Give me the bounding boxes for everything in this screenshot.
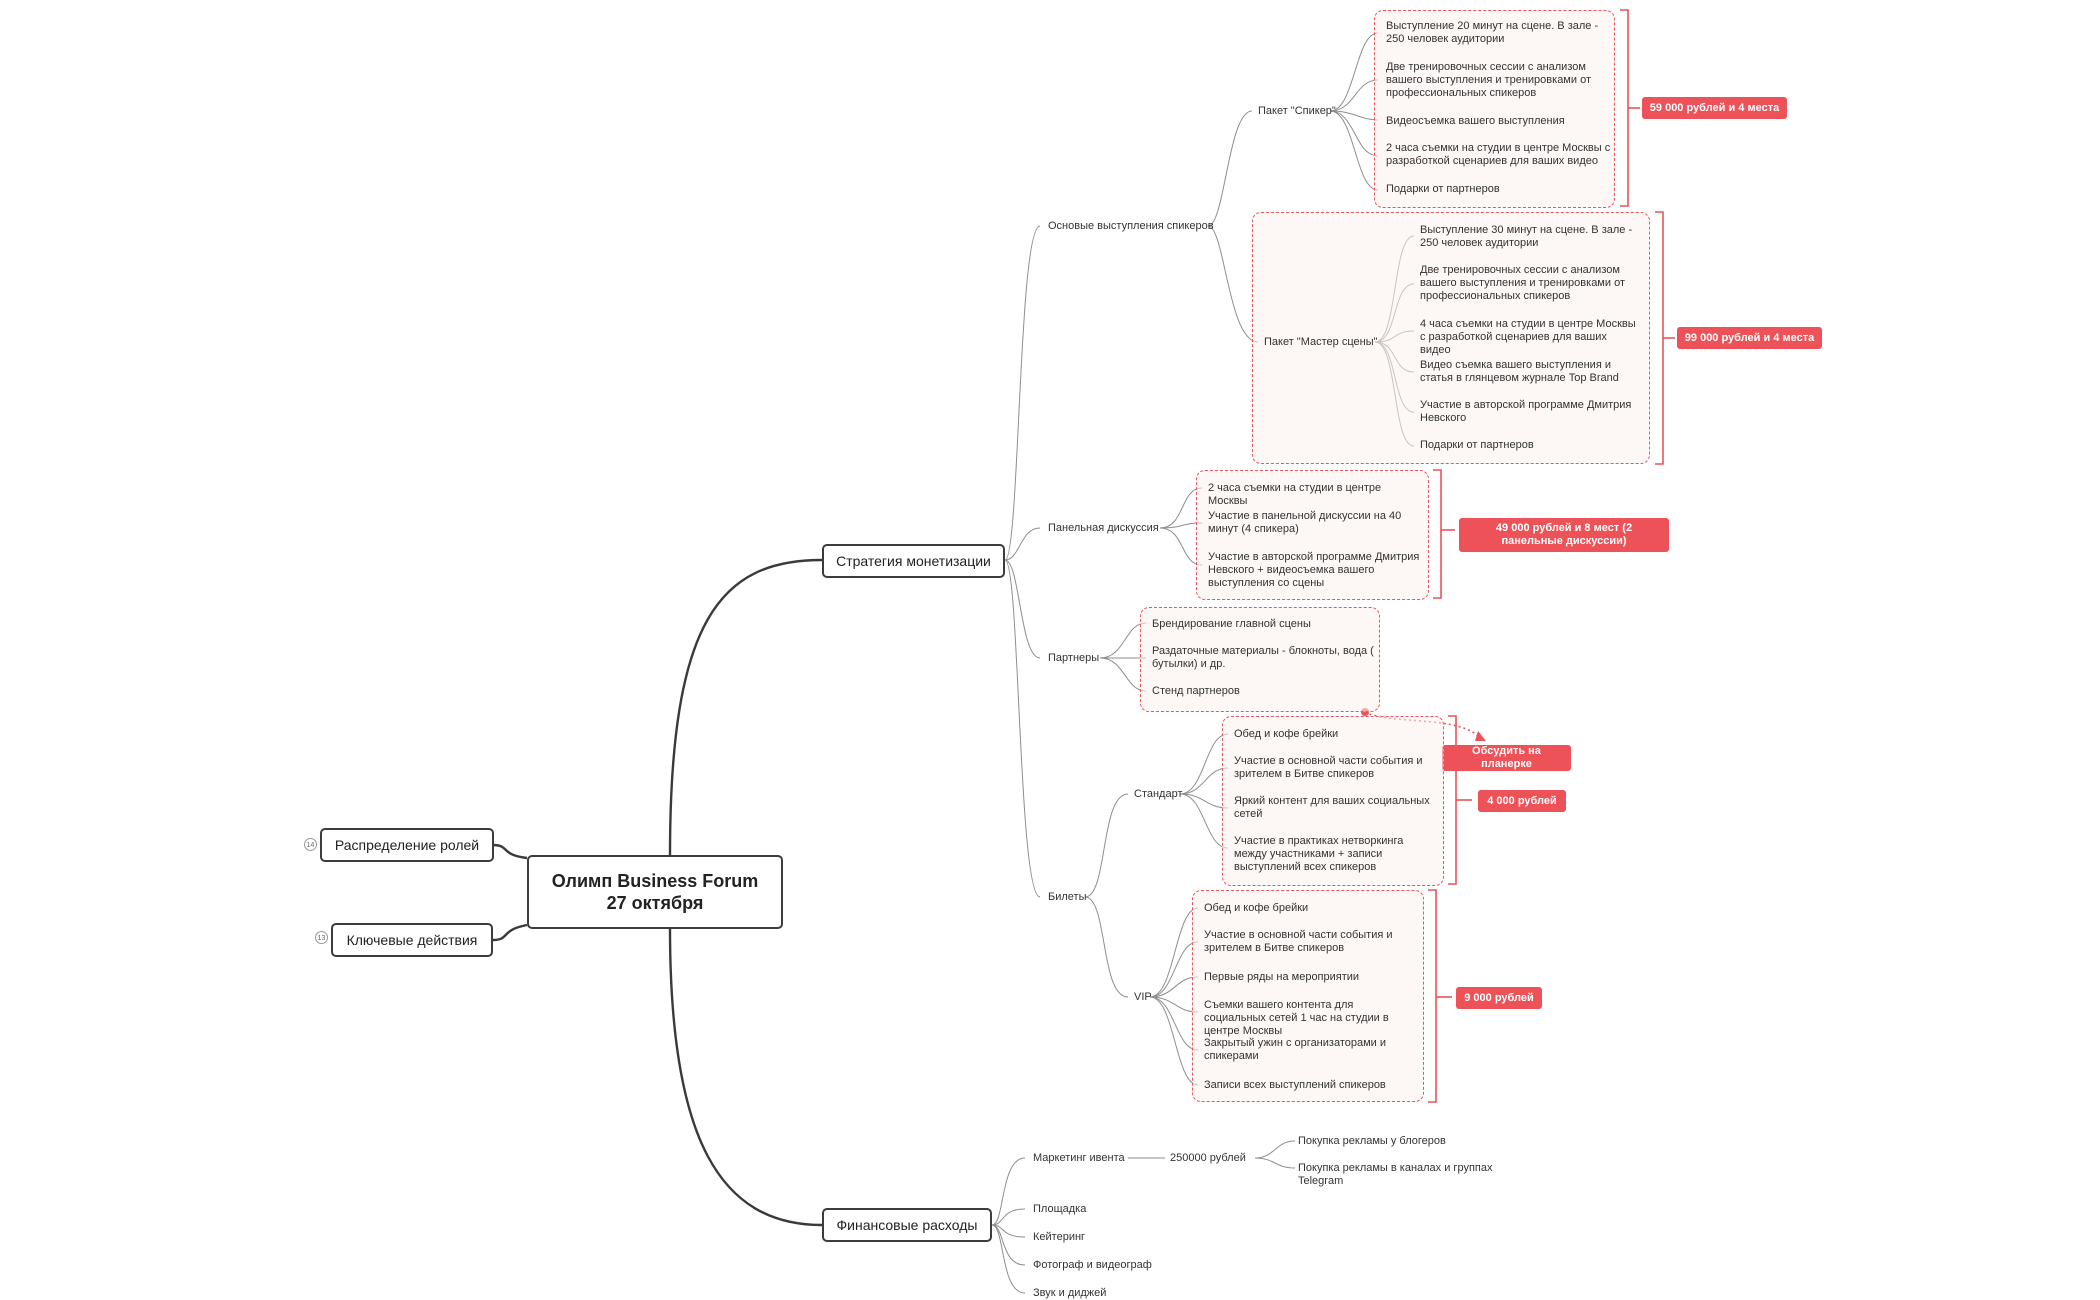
topic-marketing-budget[interactable]: 250000 рублей [1170,1152,1246,1164]
price-badge[interactable]: 99 000 рублей и 4 места [1677,327,1822,349]
list-item[interactable]: Участие в практиках нетворкинга между уч… [1234,835,1404,873]
topic-main-talks[interactable]: Основые выступления спикеров [1048,220,1214,232]
branch-key-actions[interactable]: Ключевые действия [331,923,493,957]
boundary-standard [1222,716,1444,886]
callout-discuss[interactable]: Обсудить на планерке [1442,745,1571,771]
price-badge[interactable]: 4 000 рублей [1478,790,1566,812]
topic-standard[interactable]: Стандарт [1134,788,1183,800]
list-item[interactable]: Участие в авторской программе Дмитрия Не… [1420,399,1632,424]
list-item[interactable]: Подарки от партнеров [1420,439,1534,451]
list-item[interactable]: Выступление 20 минут на сцене. В зале - … [1386,20,1599,45]
list-item[interactable]: 4 часа съемки на студии в центре Москвы … [1420,318,1636,356]
list-item[interactable]: Участие в авторской программе Дмитрия Не… [1208,551,1420,589]
price-badge[interactable]: 9 000 рублей [1456,987,1542,1009]
branch-expenses[interactable]: Финансовые расходы [822,1208,992,1242]
list-item[interactable]: Две тренировочных сессии с анализом ваше… [1420,264,1625,302]
list-item[interactable]: Обед и кофе брейки [1204,902,1309,914]
list-item[interactable]: Первые ряды на мероприятии [1204,971,1360,983]
list-item[interactable]: Участие в основной части события и зрите… [1204,929,1393,954]
list-item[interactable]: 2 часа съемки на студии в центре Москвы … [1386,142,1611,167]
topic-partners[interactable]: Партнеры [1048,652,1100,664]
list-item[interactable]: Яркий контент для ваших социальных сетей [1234,795,1430,820]
price-badge[interactable]: 49 000 рублей и 8 мест (2 панельные диск… [1459,518,1669,552]
list-item[interactable]: Стенд партнеров [1152,685,1240,697]
boundary-master-package [1252,212,1650,464]
collapsed-count-badge[interactable]: 13 [315,931,328,944]
topic-master-package[interactable]: Пакет "Мастер сцены" [1264,336,1378,348]
branch-roles[interactable]: Распределение ролей [320,828,494,862]
list-item[interactable]: Участие в панельной дискуссии на 40 мину… [1208,510,1402,535]
list-item[interactable]: Брендирование главной сцены [1152,618,1311,630]
list-item[interactable]: Обед и кофе брейки [1234,728,1339,740]
topic-photo-video[interactable]: Фотограф и видеограф [1033,1259,1152,1271]
price-badge[interactable]: 59 000 рублей и 4 места [1642,97,1787,119]
boundary-partners [1140,607,1380,712]
list-item[interactable]: Две тренировочных сессии с анализом ваше… [1386,61,1591,99]
topic-panel[interactable]: Панельная дискуссия [1048,522,1159,534]
topic-vip[interactable]: VIP [1134,991,1152,1003]
list-item[interactable]: Съемки вашего контента для социальных се… [1204,999,1389,1037]
topic-sound-dj[interactable]: Звук и диджей [1033,1287,1107,1299]
boundary-panel [1196,470,1429,600]
list-item[interactable]: Записи всех выступлений спикеров [1204,1079,1386,1091]
list-item[interactable]: Участие в основной части события и зрите… [1234,755,1423,780]
list-item[interactable]: 2 часа съемки на студии в центре Москвы [1208,482,1382,507]
list-item[interactable]: Раздаточные материалы - блокноты, вода (… [1152,645,1374,670]
list-item[interactable]: Выступление 30 минут на сцене. В зале - … [1420,224,1633,249]
boundary-speaker-package [1374,10,1615,208]
boundary-vip [1192,890,1424,1102]
list-item[interactable]: Покупка рекламы у блогеров [1298,1135,1446,1147]
collapsed-count-badge[interactable]: 14 [304,838,317,851]
topic-marketing[interactable]: Маркетинг ивента [1033,1152,1125,1164]
list-item[interactable]: Закрытый ужин с организаторами и спикера… [1204,1037,1386,1062]
topic-speaker-package[interactable]: Пакет "Спикер" [1258,105,1336,117]
topic-catering[interactable]: Кейтеринг [1033,1231,1086,1243]
list-item[interactable]: Подарки от партнеров [1386,183,1500,195]
list-item[interactable]: Покупка рекламы в каналах и группах Tele… [1298,1162,1493,1187]
topic-tickets[interactable]: Билеты [1048,891,1087,903]
central-topic[interactable]: Олимп Business Forum 27 октября [527,855,783,929]
topic-venue[interactable]: Площадка [1033,1203,1087,1215]
branch-monetization[interactable]: Стратегия монетизации [822,544,1005,578]
list-item[interactable]: Видеосъемка вашего выступления [1386,115,1565,127]
list-item[interactable]: Видео съемка вашего выступления и статья… [1420,359,1619,384]
